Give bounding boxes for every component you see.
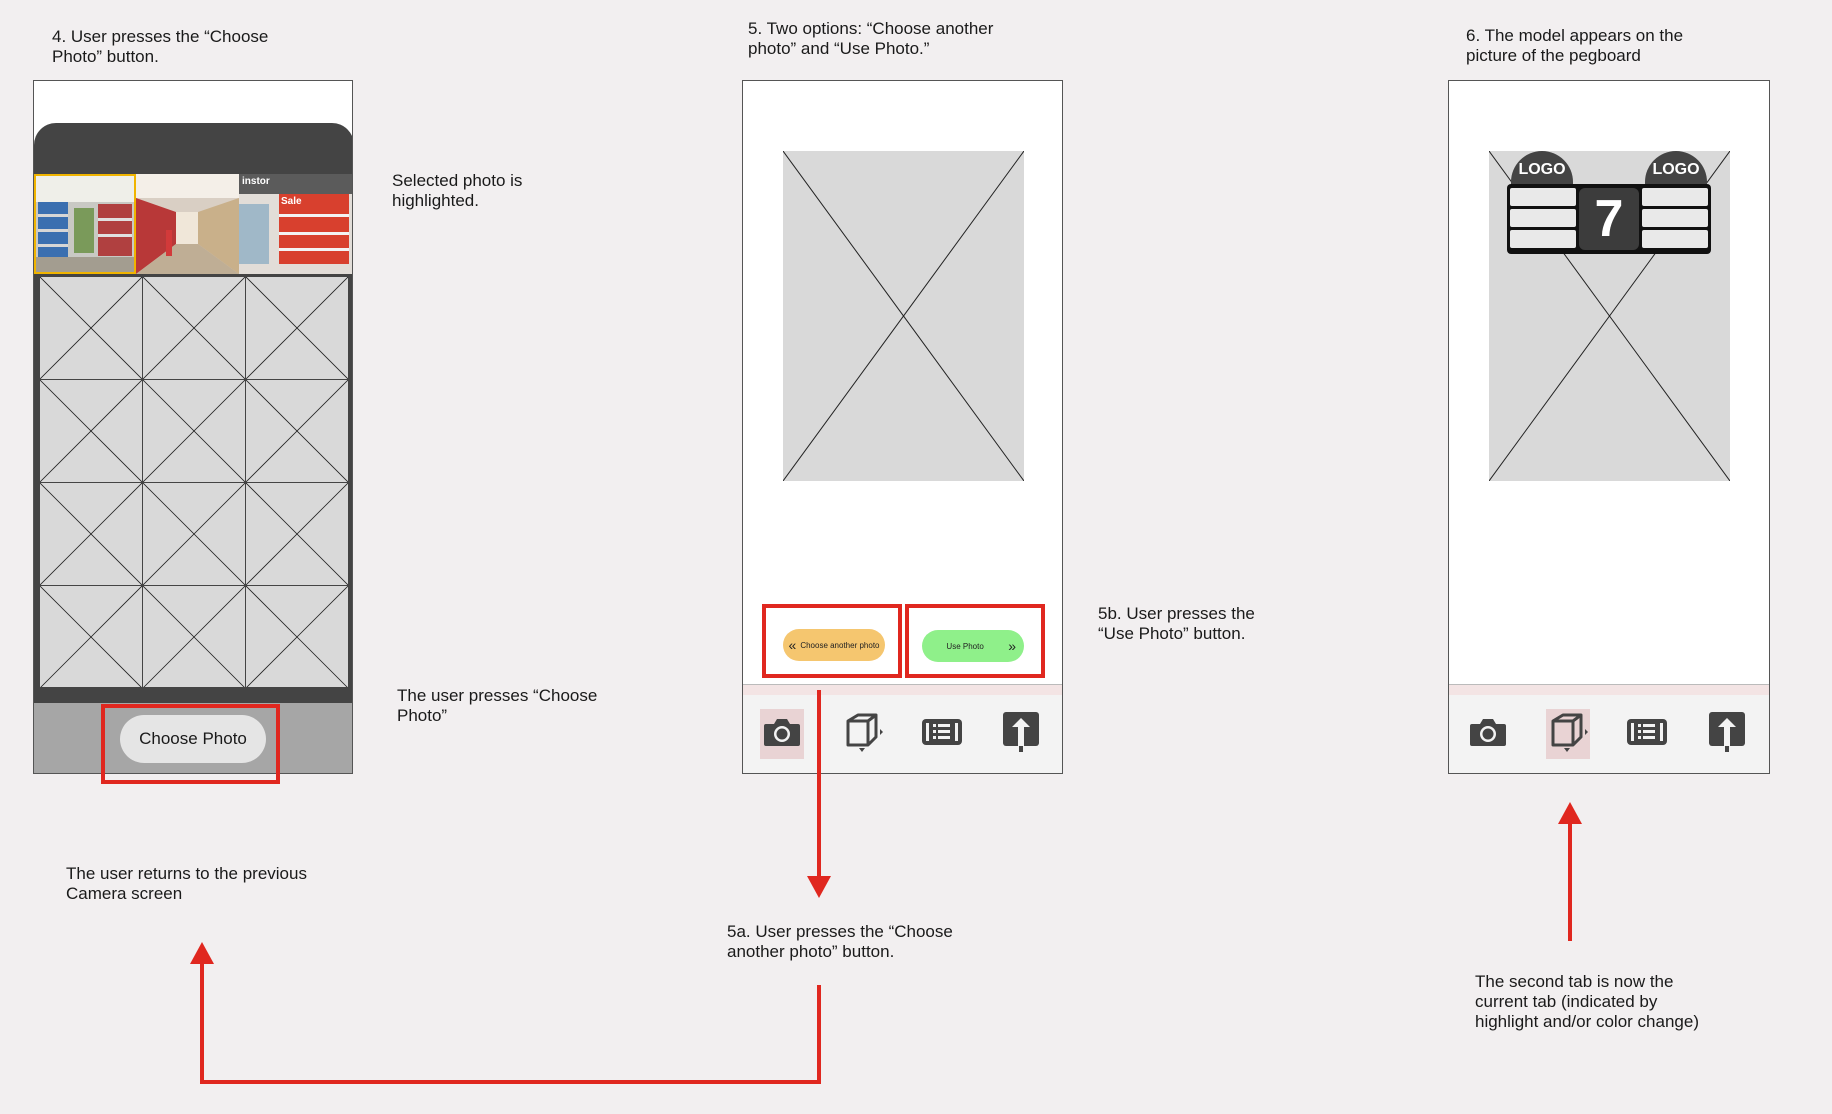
upload-icon — [1003, 711, 1039, 757]
photo-placeholder-grid — [40, 277, 348, 687]
photo-placeholder[interactable] — [246, 380, 348, 482]
screen-6-model-on-pegboard: LOGO LOGO 7 — [1448, 80, 1770, 774]
photo-preview-placeholder — [783, 151, 1024, 481]
photo-placeholder[interactable] — [143, 483, 245, 585]
second-tab-note: The second tab is now the current tab (i… — [1475, 972, 1699, 1031]
use-photo-label: Use Photo — [946, 641, 984, 651]
thumbnail-sale-text: Sale — [281, 196, 302, 207]
choose-photo-button[interactable]: Choose Photo — [120, 715, 266, 763]
photo-placeholder[interactable] — [143, 380, 245, 482]
photo-thumbnail-selected[interactable] — [34, 174, 136, 274]
photo-placeholder[interactable] — [246, 586, 348, 687]
step4-note: 4. User presses the “Choose Photo” butto… — [52, 27, 269, 66]
3d-model-overlay[interactable]: LOGO LOGO 7 — [1507, 151, 1717, 261]
tab-3d-model[interactable] — [841, 709, 885, 759]
model-display-frame: 7 — [1507, 184, 1711, 254]
tab-bar-strip — [743, 685, 1062, 695]
highlight-choose-photo — [101, 704, 280, 784]
3d-model-icon — [842, 711, 884, 758]
tab-camera[interactable] — [760, 709, 804, 759]
picker-bottom-bar: Choose Photo — [34, 703, 352, 773]
arrow-to-step5a — [807, 690, 831, 898]
tab-bar-strip — [1449, 685, 1769, 695]
thumbnail-brand-text: instor — [242, 176, 270, 187]
step5a-note: 5a. User presses the “Choose another pho… — [727, 922, 953, 961]
choose-another-label: Choose another photo — [800, 640, 880, 650]
list-icon — [920, 717, 964, 752]
model-right-shelves — [1642, 188, 1708, 250]
photo-placeholder[interactable] — [246, 483, 348, 585]
screen-5-photo-preview: « Choose another photo Use Photo » — [742, 80, 1063, 774]
tab-list[interactable] — [920, 709, 964, 759]
tab-camera[interactable] — [1466, 709, 1510, 759]
list-icon — [1625, 717, 1669, 752]
screen-4-photo-picker: instor Sale Choose Photo — [33, 80, 353, 774]
selected-highlight-outline — [34, 174, 136, 274]
photo-placeholder[interactable] — [40, 380, 142, 482]
photo-thumbnail[interactable] — [136, 174, 239, 274]
step6-note: 6. The model appears on the picture of t… — [1466, 26, 1684, 65]
bottom-tab-bar — [743, 684, 1062, 773]
highlight-use-photo — [905, 604, 1045, 678]
photo-placeholder[interactable] — [40, 277, 142, 379]
photo-placeholder[interactable] — [40, 483, 142, 585]
photo-placeholder[interactable] — [40, 586, 142, 687]
model-left-shelves — [1510, 188, 1576, 250]
model-number: 7 — [1579, 188, 1639, 250]
use-photo-button[interactable]: Use Photo » — [922, 630, 1024, 662]
photo-placeholder[interactable] — [143, 277, 245, 379]
camera-icon — [762, 715, 802, 754]
arrow-return-to-camera — [190, 942, 821, 1084]
3d-model-icon — [1547, 711, 1589, 758]
tab-upload[interactable] — [1705, 709, 1749, 759]
tab-list[interactable] — [1625, 709, 1669, 759]
step5-note: 5. Two options: “Choose another photo” a… — [748, 19, 994, 58]
user-returns-note: The user returns to the previous Camera … — [66, 864, 307, 903]
step5b-note: 5b. User presses the “Use Photo” button. — [1098, 604, 1255, 643]
highlight-choose-another — [762, 604, 902, 678]
photo-placeholder[interactable] — [246, 277, 348, 379]
bottom-tab-bar — [1449, 684, 1769, 773]
tab-upload[interactable] — [999, 709, 1043, 759]
choose-another-photo-button[interactable]: « Choose another photo — [783, 629, 885, 661]
arrow-to-second-tab — [1558, 802, 1582, 941]
tab-3d-model[interactable] — [1546, 709, 1590, 759]
selected-photo-note: Selected photo is highlighted. — [392, 171, 523, 210]
camera-icon — [1468, 715, 1508, 754]
user-presses-choose-note: The user presses “Choose Photo” — [397, 686, 598, 725]
upload-icon — [1709, 711, 1745, 757]
photo-thumbnail[interactable]: instor Sale — [239, 174, 352, 274]
double-chevron-right-icon: » — [1008, 638, 1016, 654]
photo-placeholder[interactable] — [143, 586, 245, 687]
double-chevron-left-icon: « — [788, 637, 797, 653]
